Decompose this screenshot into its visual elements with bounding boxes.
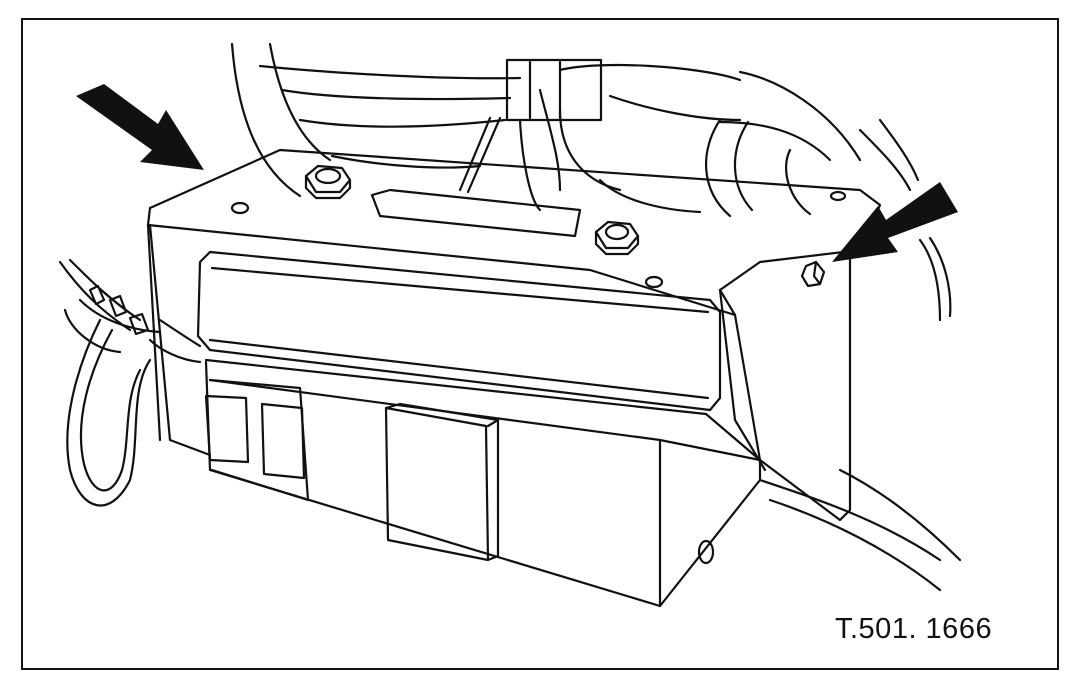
figure-reference-code: T.501. 1666: [835, 613, 993, 645]
mounting-nut-left: [304, 164, 352, 200]
left-wiring-harness: [58, 258, 202, 507]
retaining-clip: [800, 260, 826, 288]
arrow-pointing-down-left-icon: [832, 182, 958, 262]
mounting-nut-right: [594, 220, 640, 256]
background-hoses: [230, 42, 920, 218]
control-unit-housing: [196, 250, 762, 608]
arrow-pointing-down-right-icon: [76, 84, 204, 170]
ecu-connectors: [204, 378, 500, 562]
right-cables: [758, 236, 962, 592]
mounting-bracket: [146, 148, 882, 522]
harness-connector: [458, 58, 603, 212]
